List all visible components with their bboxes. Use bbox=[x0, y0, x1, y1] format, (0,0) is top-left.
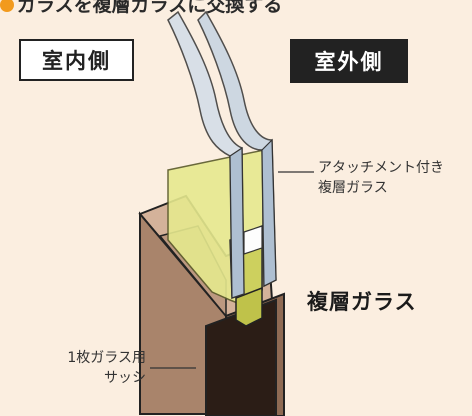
callout-attachment-line1: アタッチメント付き bbox=[318, 160, 444, 176]
callout-attachment-glass: アタッチメント付き 複層ガラス bbox=[318, 158, 444, 198]
outdoor-label: 室外側 bbox=[290, 39, 408, 83]
indoor-label: 室内側 bbox=[19, 39, 134, 81]
callout-sash-line1: 1枚ガラス用 bbox=[67, 350, 146, 366]
callout-sash-line2: サッシ bbox=[104, 370, 146, 386]
header-text: ガラスを複層ガラスに交換する bbox=[17, 0, 283, 16]
header-title: ガラスを複層ガラスに交換する bbox=[0, 0, 282, 17]
bullet-icon bbox=[0, 0, 14, 12]
double-glass-label: 複層ガラス bbox=[307, 290, 417, 314]
callout-attachment-line2: 複層ガラス bbox=[318, 180, 388, 196]
double-glass bbox=[167, 10, 277, 300]
callout-sash: 1枚ガラス用 サッシ bbox=[46, 348, 146, 388]
